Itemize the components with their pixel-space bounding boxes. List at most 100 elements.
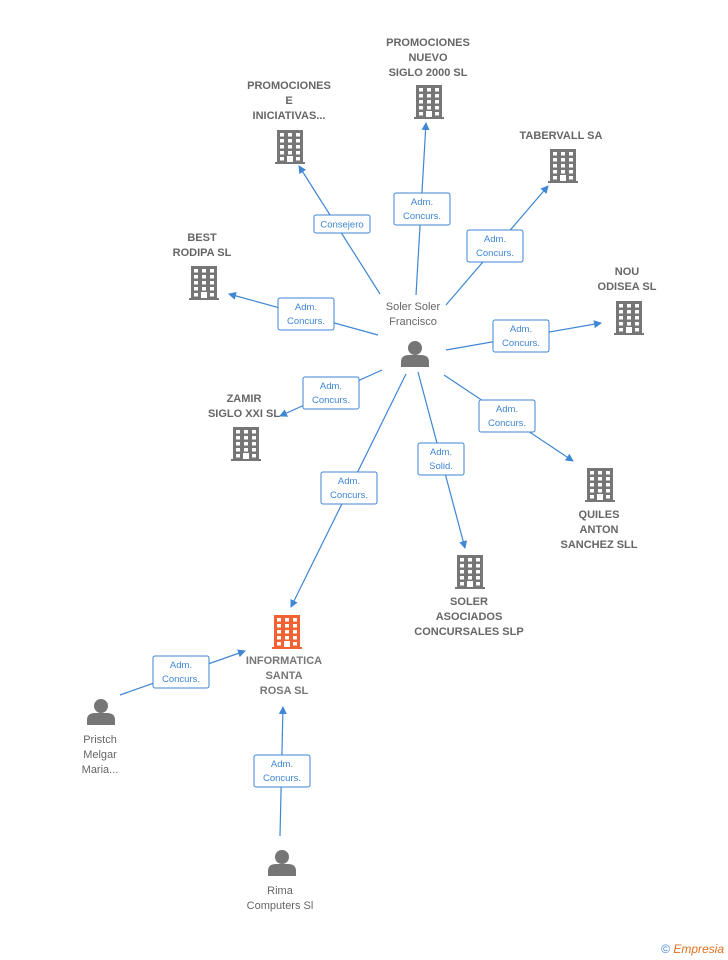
edge-label-box[interactable]: Adm. Concurs.: [253, 754, 311, 788]
edge-iniciativas: Consejero: [298, 165, 381, 295]
person-icon: [87, 699, 115, 725]
edge-label-text: Concurs.: [403, 211, 441, 222]
node-label: PROMOCIONES: [386, 37, 470, 49]
edge-tabervall: Adm. Concurs.: [445, 185, 549, 306]
node-tabervall[interactable]: TABERVALL SA: [520, 130, 603, 183]
edge-label-border: [313, 214, 371, 234]
edge-soler-asoc: Adm.Solid.: [417, 371, 468, 549]
node-label: ANTON: [580, 524, 619, 536]
edge-pristch: Adm.Concurs.: [119, 649, 246, 696]
node-label: SIGLO XXI SL: [208, 408, 280, 420]
node-zamir[interactable]: ZAMIR SIGLO XXI SL: [208, 393, 280, 461]
node-label: INICIATIVAS...: [253, 110, 326, 122]
edge-label-text: Adm.: [510, 324, 532, 335]
node-label: ZAMIR: [227, 393, 262, 405]
edge-label-border: [253, 754, 311, 788]
edge-label-text: Consejero: [320, 220, 363, 231]
edge-label-text: Adm.: [484, 234, 506, 245]
person-icon: [268, 850, 296, 876]
node-pristch[interactable]: PristchMelgarMaria...: [82, 699, 119, 776]
person-icon: [401, 341, 429, 367]
node-promociones-e[interactable]: PROMOCIONESEINICIATIVAS...: [247, 80, 331, 164]
edge-rima: Adm. Concurs.: [253, 706, 311, 837]
building-icon: [231, 427, 261, 461]
building-icon: [548, 149, 578, 183]
edge-informatica: Adm. Concurs.: [290, 373, 407, 608]
edge-label-border: [478, 399, 536, 433]
edge-label-border: [302, 376, 360, 410]
edge-label-border: [466, 229, 524, 263]
node-label: Francisco: [389, 316, 437, 328]
edge-label-box[interactable]: Adm.Concurs.: [492, 319, 550, 353]
node-label: Rima: [267, 885, 294, 897]
edge-label-text: Adm.: [295, 302, 317, 313]
edge-label-text: Concurs.: [476, 248, 514, 259]
edge-label-box[interactable]: Adm.Solid.: [417, 442, 465, 476]
node-label: SANTA: [265, 670, 302, 682]
building-icon: [614, 301, 644, 335]
building-icon: [455, 555, 485, 589]
edge-label-text: Adm.: [170, 660, 192, 671]
node-label: Soler Soler: [386, 301, 441, 313]
edge-quiles: Adm. Concurs.: [443, 374, 574, 462]
node-label: Melgar: [83, 749, 117, 761]
node-label: Computers Sl: [247, 900, 314, 912]
edge-zamir: Adm. Concurs.: [279, 369, 383, 417]
node-label: RODIPA SL: [173, 247, 232, 259]
edge-label-text: Adm.: [411, 197, 433, 208]
node-nou-odisea[interactable]: NOU ODISEA SL: [598, 266, 657, 335]
building-icon: [414, 85, 444, 119]
edge-nuevo: Adm. Concurs.: [393, 122, 451, 296]
edge-best: Adm.Concurs.: [228, 292, 379, 336]
edge-label-text: Concurs.: [312, 395, 350, 406]
edge-label-border: [277, 297, 335, 331]
edge-label-border: [152, 655, 210, 689]
node-label: QUILES: [579, 509, 620, 521]
node-promociones-nuevo[interactable]: PROMOCIONES NUEVO SIGLO 2000 SL: [386, 37, 470, 119]
edge-label-box[interactable]: Adm. Concurs.: [302, 376, 360, 410]
node-label: ODISEA SL: [598, 281, 657, 293]
edge-label-text: Concurs.: [488, 418, 526, 429]
copyright-symbol: ©: [661, 942, 670, 956]
node-soler-asociados[interactable]: SOLER ASOCIADOS CONCURSALES SLP: [414, 555, 524, 638]
building-icon: [272, 615, 302, 649]
node-label: SOLER: [450, 596, 488, 608]
edge-label-text: Concurs.: [330, 490, 368, 501]
edge-label-box[interactable]: Adm. Concurs.: [478, 399, 536, 433]
node-label: Pristch: [83, 734, 117, 746]
edge-label-text: Adm.: [271, 759, 293, 770]
edge-label-text: Concurs.: [263, 773, 301, 784]
node-label: TABERVALL SA: [520, 130, 603, 142]
edge-label-box[interactable]: Adm.Concurs.: [152, 655, 210, 689]
edge-label-box[interactable]: Consejero: [313, 214, 371, 234]
brand-name: Empresia: [673, 942, 724, 956]
edge-label-box[interactable]: Adm. Concurs.: [320, 471, 378, 505]
node-label: ROSA SL: [260, 685, 309, 697]
edge-label-text: Adm.: [430, 447, 452, 458]
edge-label-text: Adm.: [320, 381, 342, 392]
node-label: NUEVO: [408, 52, 448, 64]
edge-label-box[interactable]: Adm.Concurs.: [277, 297, 335, 331]
edge-label-text: Adm.: [338, 476, 360, 487]
footer-brand[interactable]: © Empresia: [661, 942, 724, 956]
edge-label-border: [393, 192, 451, 226]
node-informatica[interactable]: INFORMATICA SANTA ROSA SL: [246, 615, 322, 697]
edge-label-text: Adm.: [496, 404, 518, 415]
edge-label-box[interactable]: Adm. Concurs.: [466, 229, 524, 263]
node-label: ASOCIADOS: [436, 611, 503, 623]
edge-nou: Adm.Concurs.: [445, 319, 602, 353]
node-label: INFORMATICA: [246, 655, 322, 667]
building-icon: [275, 130, 305, 164]
edge-label-box[interactable]: Adm. Concurs.: [393, 192, 451, 226]
node-label: NOU: [615, 266, 640, 278]
edge-label-border: [320, 471, 378, 505]
node-label: PROMOCIONES: [247, 80, 331, 92]
edge-label-border: [417, 442, 465, 476]
node-label: SIGLO 2000 SL: [389, 67, 468, 79]
node-label: CONCURSALES SLP: [414, 626, 523, 638]
